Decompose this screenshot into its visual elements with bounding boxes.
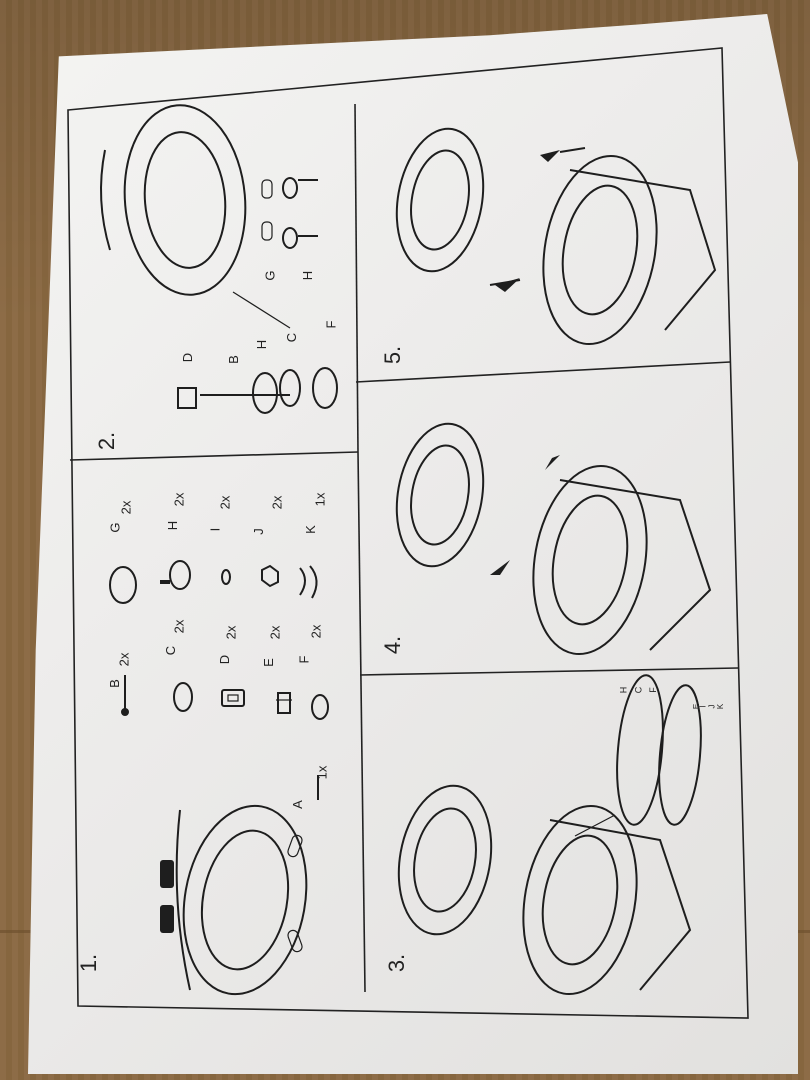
step3-label-h: H: [618, 686, 629, 694]
part-i-qty: 2x: [217, 495, 233, 510]
step2-seat-drawing: [100, 104, 318, 296]
part-g-qty: 2x: [118, 500, 134, 515]
part-e-label: E: [260, 658, 276, 667]
step2-label-h2: H: [300, 270, 316, 281]
step3-number: 3.: [384, 953, 410, 973]
step3-label-k: K: [716, 703, 726, 710]
part-j-label: J: [250, 528, 266, 535]
part-b-qty: 2x: [116, 652, 132, 667]
part-e-qty: 2x: [267, 625, 283, 640]
part-i-label: I: [207, 527, 223, 532]
step3-label-c: C: [633, 686, 644, 694]
step2-label-b: B: [225, 355, 241, 364]
part-k-qty: 1x: [312, 492, 328, 507]
step2-label-c: C: [284, 332, 300, 343]
step3-toilet-drawing: [397, 674, 702, 996]
part-g-label: G: [107, 522, 123, 533]
part-b-label: B: [106, 679, 122, 688]
step2-label-d: D: [180, 352, 196, 363]
part-k-label: K: [302, 525, 318, 534]
part-c-label: C: [163, 645, 179, 656]
part-c-qty: 2x: [171, 619, 187, 634]
step5-number: 5.: [380, 345, 406, 365]
step2-label-h: H: [254, 339, 270, 350]
part-f-label: F: [296, 655, 312, 664]
step4-toilet-drawing: [395, 422, 712, 656]
step5-toilet-drawing: [395, 127, 717, 346]
divider-step1-step2: [69, 451, 359, 461]
part-j-qty: 2x: [269, 495, 285, 510]
part-d-label: D: [217, 654, 233, 665]
step2-hardware-drawing: [177, 291, 338, 414]
step1-seat-drawing: [160, 804, 308, 996]
parts-list-graphics: [109, 560, 329, 800]
step1-number: 1.: [76, 953, 102, 973]
part-f-qty: 2x: [308, 624, 324, 639]
step3-label-j: J: [707, 704, 717, 709]
step2-label-f: F: [323, 320, 339, 329]
divider-left-top: [354, 103, 359, 453]
divider-step5-step4: [355, 361, 731, 383]
part-h-qty: 2x: [171, 492, 187, 507]
step3-label-i: I: [698, 705, 708, 708]
part-a-label: A: [289, 800, 305, 809]
step2-label-g: G: [262, 270, 278, 281]
step4-number: 4.: [380, 635, 406, 655]
divider-left-bottom: [357, 451, 366, 993]
divider-step4-step3: [359, 667, 739, 676]
part-d-qty: 2x: [223, 625, 239, 640]
part-h-label: H: [165, 520, 181, 531]
panel-frame: [67, 47, 749, 1019]
step3-label-f: F: [647, 687, 658, 693]
part-a-qty: 1x: [314, 765, 330, 780]
step2-number: 2.: [94, 431, 120, 451]
